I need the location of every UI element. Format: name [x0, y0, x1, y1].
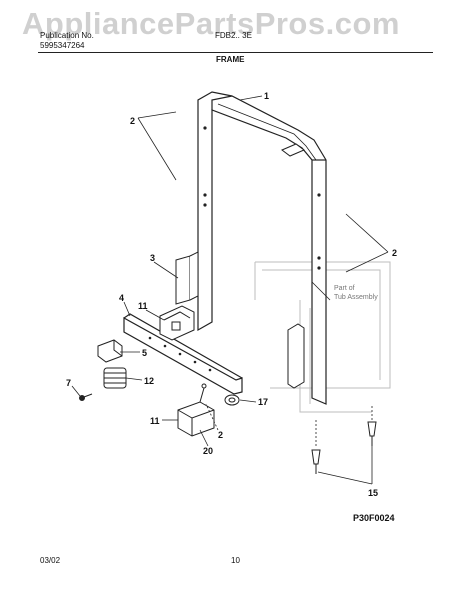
frame-holes — [203, 126, 321, 270]
spring-part — [103, 367, 127, 389]
door-switch — [159, 305, 195, 341]
callout-2-bottom: 2 — [218, 430, 223, 440]
header-rule — [38, 52, 433, 53]
callout-11-bottom: 11 — [150, 416, 160, 426]
leader-lines — [71, 95, 389, 485]
motor-box — [177, 383, 215, 437]
tub-assembly-note-line1: Part of — [334, 285, 355, 292]
rail-holes — [148, 336, 212, 372]
publication-label: Publication No. — [40, 31, 94, 40]
right-bracket — [287, 323, 305, 389]
diagram-code: P30F0024 — [353, 513, 395, 523]
callout-12: 12 — [144, 376, 154, 386]
leveling-leg-left — [311, 449, 321, 474]
callout-1: 1 — [264, 91, 269, 101]
hinge-bracket — [175, 251, 199, 305]
screw-left — [79, 393, 93, 401]
callout-5: 5 — [142, 348, 147, 358]
tub-assembly-note-line2: Tub Assembly — [334, 294, 378, 301]
callout-17: 17 — [258, 397, 268, 407]
callout-20: 20 — [203, 446, 213, 456]
frame-top-clip — [281, 143, 305, 157]
publication-number: 5995347264 — [40, 41, 85, 50]
footer-page: 10 — [231, 556, 240, 565]
bottom-rail — [123, 313, 243, 395]
grommet — [224, 394, 240, 406]
frame-member — [197, 91, 327, 405]
model-number: FDB2.. 3E — [215, 31, 252, 40]
footer-date: 03/02 — [40, 556, 61, 565]
callout-2-right: 2 — [392, 248, 397, 258]
callout-15: 15 — [368, 488, 378, 498]
leveling-leg-right — [367, 421, 377, 446]
callout-4: 4 — [119, 293, 124, 303]
callout-11-top: 11 — [138, 301, 148, 311]
section-title: FRAME — [216, 55, 245, 64]
callout-7: 7 — [66, 378, 71, 388]
watermark: AppliancePartsPros.com — [22, 6, 400, 41]
clip-part — [97, 339, 123, 363]
callout-2-left: 2 — [130, 116, 135, 126]
callout-3: 3 — [150, 253, 155, 263]
